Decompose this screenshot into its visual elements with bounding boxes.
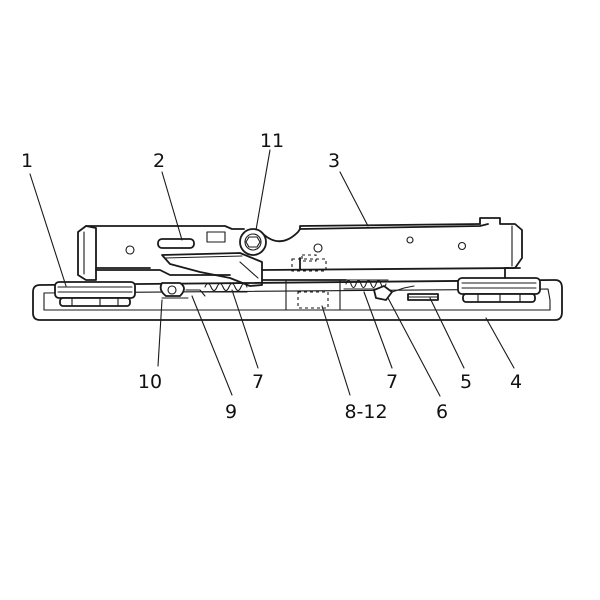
callout-6: 6	[436, 401, 448, 423]
callout-9: 9	[225, 401, 237, 423]
callout-1: 1	[21, 150, 33, 172]
leader-lines	[29, 149, 515, 397]
lever-arm	[161, 252, 263, 287]
callout-8-12: 8-12	[344, 401, 387, 423]
callout-3: 3	[328, 150, 340, 172]
center-bolt-assembly	[261, 254, 347, 311]
callout-2: 2	[153, 150, 165, 172]
callout-5: 5	[460, 371, 472, 393]
callout-7-right: 7	[386, 371, 398, 393]
right-slider-block	[457, 277, 541, 303]
upper-frame	[77, 217, 523, 281]
callout-labels: 1 2 11 3 10 7 7 5 4 9 8-12 6	[21, 130, 522, 423]
callout-10: 10	[138, 371, 162, 393]
pivot-bolt	[239, 228, 267, 256]
lock-pawl	[373, 285, 439, 301]
left-spring	[202, 282, 248, 293]
callout-7-left: 7	[252, 371, 264, 393]
left-slider-block	[54, 281, 136, 307]
callout-11: 11	[260, 130, 284, 152]
left-clip	[159, 282, 206, 299]
callout-4: 4	[510, 371, 522, 393]
